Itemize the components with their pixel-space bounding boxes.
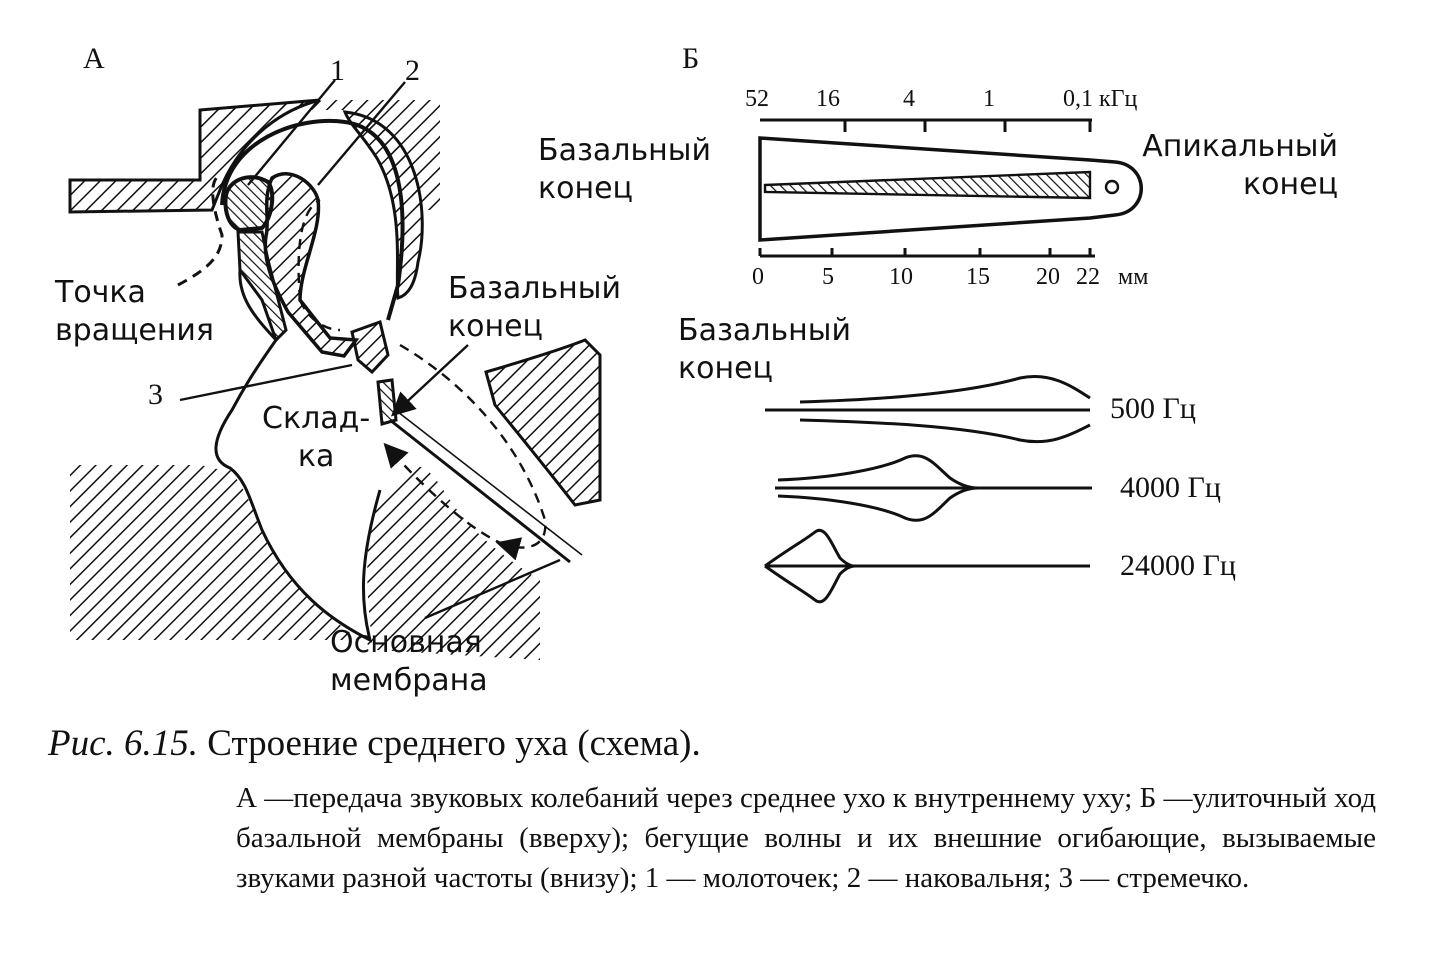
mm-tick-label-20: 20 xyxy=(1036,264,1060,290)
incus xyxy=(263,172,360,358)
freq-tick-label-0-1: 0,1 кГц xyxy=(1063,86,1138,112)
pivot-label: Точка вращения xyxy=(55,275,214,348)
eardrum-outline xyxy=(214,269,382,643)
basal-end-label-a: Базальный конец xyxy=(448,271,621,344)
figure-number: Рис. 6.15. xyxy=(48,723,199,764)
wave-4000 xyxy=(775,454,1092,522)
freq-tick-label-1: 1 xyxy=(983,86,995,112)
mm-tick-label-10: 10 xyxy=(889,264,913,290)
leader-2 xyxy=(317,81,406,186)
wave-500 xyxy=(765,375,1091,444)
figure-caption: Рис. 6.15. Строение среднего уха (схема)… xyxy=(48,722,701,765)
wave-label-500: 500 Гц xyxy=(1110,392,1196,425)
panel-a-title: А xyxy=(83,42,105,75)
figure-title: Строение среднего уха (схема). xyxy=(198,723,701,764)
membrane-inner-strip xyxy=(763,170,1092,200)
pivot-dashed-path xyxy=(177,173,224,287)
leader-1 xyxy=(247,79,336,186)
middle-ear-scheme xyxy=(68,79,602,660)
malleus-handle xyxy=(236,230,288,343)
basal-end-label-waves: Базальный конец xyxy=(678,313,851,386)
figure-description: А —передача звуковых колебаний через сре… xyxy=(236,782,1376,895)
freq-tick-label-16: 16 xyxy=(816,86,840,112)
basilar-membrane-scheme xyxy=(758,118,1143,258)
skull-bone-lower xyxy=(70,465,540,660)
wave-24000 xyxy=(764,528,1090,604)
cochlea-wall xyxy=(484,338,602,507)
label-num-2: 2 xyxy=(405,54,420,87)
wave-dashed-path-lower xyxy=(383,442,506,547)
freq-tick-label-52: 52 xyxy=(745,86,769,112)
cavity-dashed-path xyxy=(297,198,341,332)
membrane-label: Основная мембрана xyxy=(330,625,488,698)
basilar-membrane-line xyxy=(389,418,571,564)
mm-tick-label-0: 0 xyxy=(752,264,764,290)
panel-b-title: Б xyxy=(682,42,700,75)
membrane-outer-shape xyxy=(758,136,1143,242)
helicotrema-hole xyxy=(1104,179,1120,195)
wave-label-4000: 4000 Гц xyxy=(1120,471,1221,504)
apical-end-label: Апикальный конец xyxy=(1142,129,1338,202)
oval-window xyxy=(376,378,398,426)
basilar-membrane-line-2 xyxy=(397,411,583,556)
stapes xyxy=(350,320,390,375)
cavity-wall-right xyxy=(342,110,424,300)
travelling-waves xyxy=(764,375,1092,604)
mm-unit-label: мм xyxy=(1118,264,1149,290)
leader-membrane xyxy=(424,558,561,620)
label-num-1: 1 xyxy=(330,54,345,87)
leader-3 xyxy=(179,363,353,402)
mm-tick-label-5: 5 xyxy=(822,264,834,290)
wave-dashed-path-upper xyxy=(399,343,547,561)
mm-tick-label-22: 22 xyxy=(1076,264,1100,290)
leader-basal xyxy=(390,344,469,417)
mm-tick-label-15: 15 xyxy=(966,264,990,290)
label-num-3: 3 xyxy=(148,378,163,411)
fold-label: Склад- ка xyxy=(262,401,371,474)
wave-label-24000: 24000 Гц xyxy=(1120,549,1236,582)
basal-end-label-b: Базальный конец xyxy=(538,133,711,206)
freq-tick-label-4: 4 xyxy=(903,86,915,112)
